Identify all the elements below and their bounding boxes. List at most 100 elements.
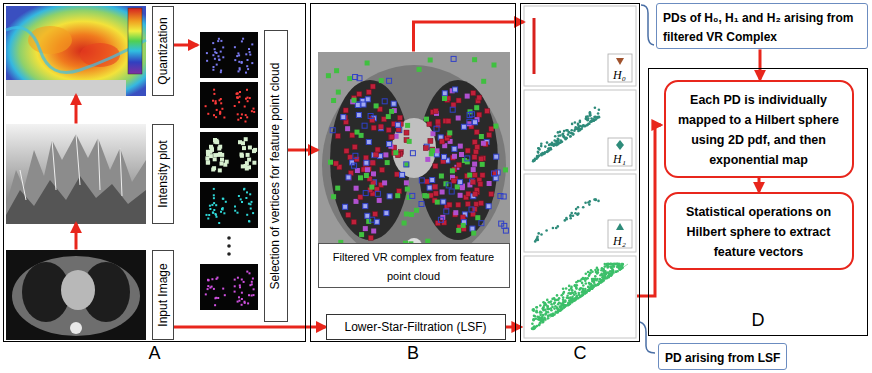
- feature-point: [242, 38, 244, 40]
- feature-point: [220, 211, 222, 213]
- caption-box: Filtered VR complex from feature point c…: [318, 243, 510, 287]
- vr-vertex: [447, 130, 452, 135]
- feature-point: [207, 288, 209, 290]
- persistence-point: [593, 119, 596, 122]
- feature-point: [212, 54, 214, 56]
- persistence-point: [541, 318, 544, 321]
- vr-vertex: [331, 194, 336, 199]
- persistence-point: [568, 289, 571, 292]
- vr-vertex: [459, 152, 464, 157]
- vr-vertex: [435, 221, 440, 226]
- vr-vertex: [465, 148, 470, 153]
- process-box: Each PD is individually mapped to a Hilb…: [664, 80, 854, 178]
- vr-vertex: [447, 202, 452, 207]
- persistence-point: [535, 239, 538, 242]
- feature-point: [237, 93, 239, 95]
- persistence-point: [613, 263, 616, 266]
- vr-vertex: [456, 202, 461, 207]
- vr-vertex: [494, 154, 499, 159]
- vr-vertex: [334, 68, 339, 73]
- feature-point: [213, 153, 217, 157]
- persistence-point: [551, 142, 554, 145]
- persistence-point: [537, 147, 540, 150]
- feature-point: [218, 168, 222, 172]
- feature-point: [234, 206, 236, 208]
- persistence-point: [598, 116, 601, 119]
- vr-vertex: [328, 160, 333, 165]
- persistence-point: [548, 148, 551, 151]
- feature-point: [237, 52, 239, 54]
- panel-frame: AQuantizationIntensity plotInput ImageSe…: [3, 3, 306, 342]
- persistence-point: [572, 298, 575, 301]
- vr-vertex: [348, 155, 353, 160]
- persistence-point: [594, 107, 597, 110]
- persistence-point: [621, 263, 624, 266]
- feature-point: [234, 210, 236, 212]
- feature-point: [245, 121, 247, 123]
- persistence-point: [607, 276, 610, 279]
- feature-point: [241, 62, 243, 64]
- persistence-point: [610, 266, 613, 269]
- illustration-part: [200, 264, 258, 310]
- illustration-part: [70, 322, 82, 334]
- feature-point: [241, 113, 243, 115]
- vr-vertex: [461, 124, 466, 129]
- vr-vertex: [419, 202, 424, 207]
- vr-vertex: [398, 115, 403, 120]
- persistence-point: [552, 227, 555, 230]
- process-box: Filtered VR complex from feature point c…: [318, 52, 510, 288]
- vr-vertex: [453, 210, 458, 215]
- node-text: C: [574, 343, 587, 363]
- persistence-point: [547, 311, 550, 314]
- feature-point: [213, 197, 215, 199]
- persistence-point: [613, 263, 616, 266]
- feature-point: [251, 281, 253, 283]
- persistence-point: [569, 215, 572, 218]
- vr-vertex: [431, 131, 436, 136]
- persistence-point: [536, 235, 539, 238]
- feature-point: [207, 279, 209, 281]
- persistence-point: [572, 132, 575, 135]
- feature-point: [246, 116, 248, 118]
- persistence-point: [539, 304, 542, 307]
- persistence-diagram-frame: [524, 90, 636, 170]
- persistence-point: [577, 123, 580, 126]
- vr-vertex: [364, 155, 369, 160]
- feature-point: [223, 117, 225, 119]
- vr-vertex: [356, 113, 361, 118]
- persistence-point: [579, 288, 582, 291]
- vr-vertex: [404, 162, 409, 167]
- illustration-part: [641, 5, 654, 45]
- vr-vertex: [424, 117, 429, 122]
- node-text: Filtered VR complex from feature point c…: [333, 251, 494, 282]
- feature-point: [219, 113, 221, 115]
- node-text: Quantization: [156, 17, 170, 84]
- persistence-point: [610, 274, 613, 277]
- persistence-point: [532, 309, 535, 312]
- feature-point: [253, 108, 255, 110]
- feature-point: [213, 157, 217, 161]
- vr-vertex: [409, 212, 414, 217]
- feature-point: [248, 220, 250, 222]
- persistence-point: [574, 284, 577, 287]
- vr-vertex: [355, 103, 360, 108]
- feature-point: [238, 300, 240, 302]
- vr-vertex: [365, 167, 370, 172]
- persistence-point: [557, 308, 560, 311]
- vr-vertex: [489, 192, 494, 197]
- vr-vertex: [493, 124, 498, 129]
- vr-vertex: [449, 189, 454, 194]
- persistence-point: [531, 327, 534, 330]
- vr-vertex: [442, 91, 447, 96]
- legend-entry: H₂: [608, 233, 632, 248]
- vr-vertex: [389, 135, 394, 140]
- connector-arrow: [288, 149, 318, 152]
- feature-point: [240, 153, 244, 157]
- feature-point: [205, 105, 207, 107]
- node-text: A: [148, 343, 160, 363]
- feature-point: [247, 100, 249, 102]
- persistence-point: [591, 288, 594, 291]
- feature-point: [252, 161, 256, 165]
- vr-vertex: [371, 229, 376, 234]
- feature-point: [237, 113, 239, 115]
